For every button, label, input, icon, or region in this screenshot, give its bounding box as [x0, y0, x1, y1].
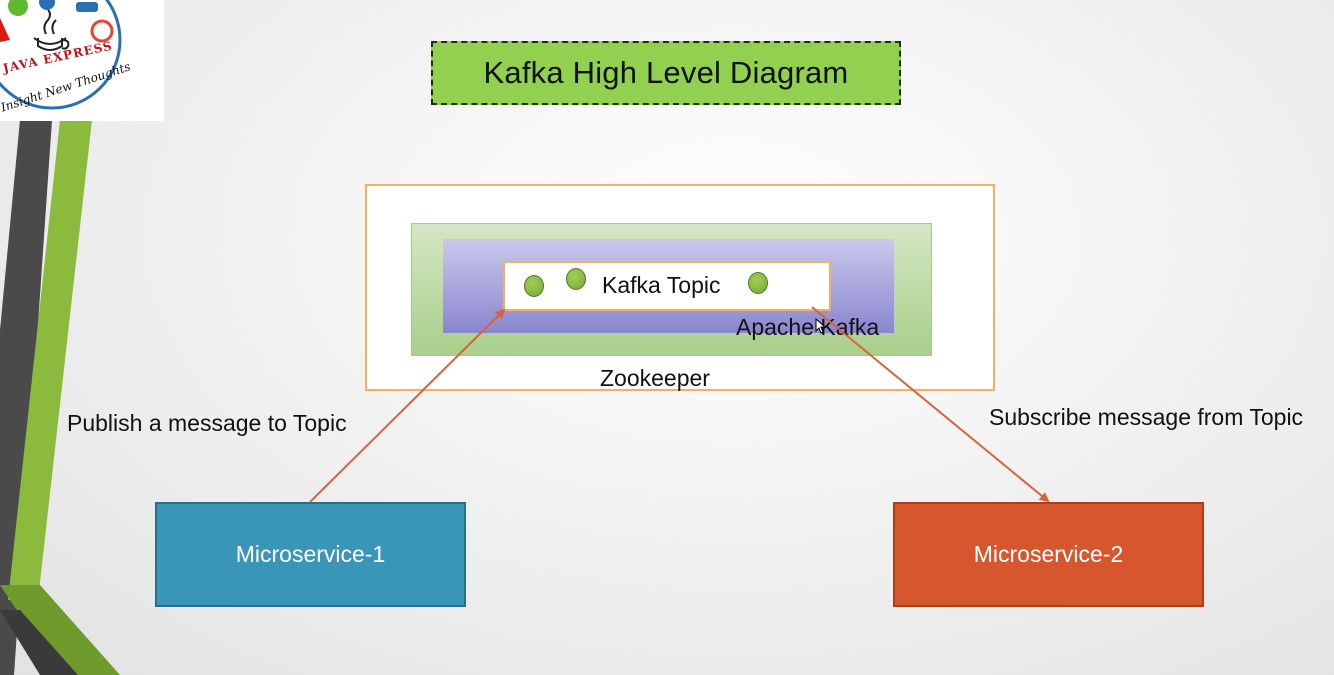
subscribe-edge-label: Subscribe message from Topic — [989, 404, 1304, 430]
mouse-cursor-icon — [815, 318, 827, 334]
diagram-title: Kafka High Level Diagram — [483, 55, 849, 90]
kafka-topic-label: Kafka Topic — [602, 272, 721, 298]
zookeeper-label: Zookeeper — [600, 365, 710, 391]
kafka-topic-box — [503, 261, 831, 311]
microservice-1-box: Microservice-1 — [155, 502, 466, 607]
publish-edge-label: Publish a message to Topic — [67, 410, 347, 436]
microservice-2-label: Microservice-2 — [973, 541, 1124, 567]
decorative-stripes — [0, 120, 120, 675]
microservice-1-label: Microservice-1 — [235, 541, 386, 567]
java-express-logo: JAVA EXPRESS Insight New Thoughts — [0, 0, 164, 121]
microservice-2-box: Microservice-2 — [893, 502, 1204, 607]
apache-kafka-label: Apache Kafka — [736, 314, 880, 340]
message-dot-icon — [524, 275, 544, 297]
message-dot-icon — [748, 272, 768, 294]
message-dot-icon — [566, 268, 586, 290]
diagram-title-box: Kafka High Level Diagram — [431, 41, 901, 105]
